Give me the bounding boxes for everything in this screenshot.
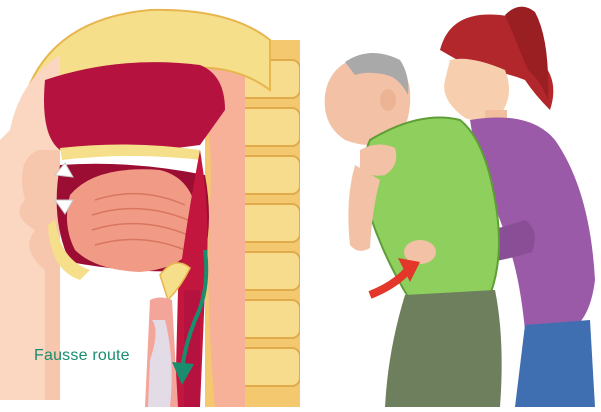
man-trousers xyxy=(385,290,502,407)
heimlich-scene-illustration xyxy=(300,0,601,407)
heimlich-scene-panel xyxy=(300,0,601,407)
caption-fausse-route: Fausse route xyxy=(34,347,130,365)
throat-cross-section-illustration xyxy=(0,0,300,407)
woman-jeans xyxy=(515,320,595,407)
throat-cross-section-panel: Fausse route xyxy=(0,0,300,407)
tongue xyxy=(67,169,198,272)
man-ear xyxy=(380,89,396,111)
nasal-cavity xyxy=(44,62,225,152)
